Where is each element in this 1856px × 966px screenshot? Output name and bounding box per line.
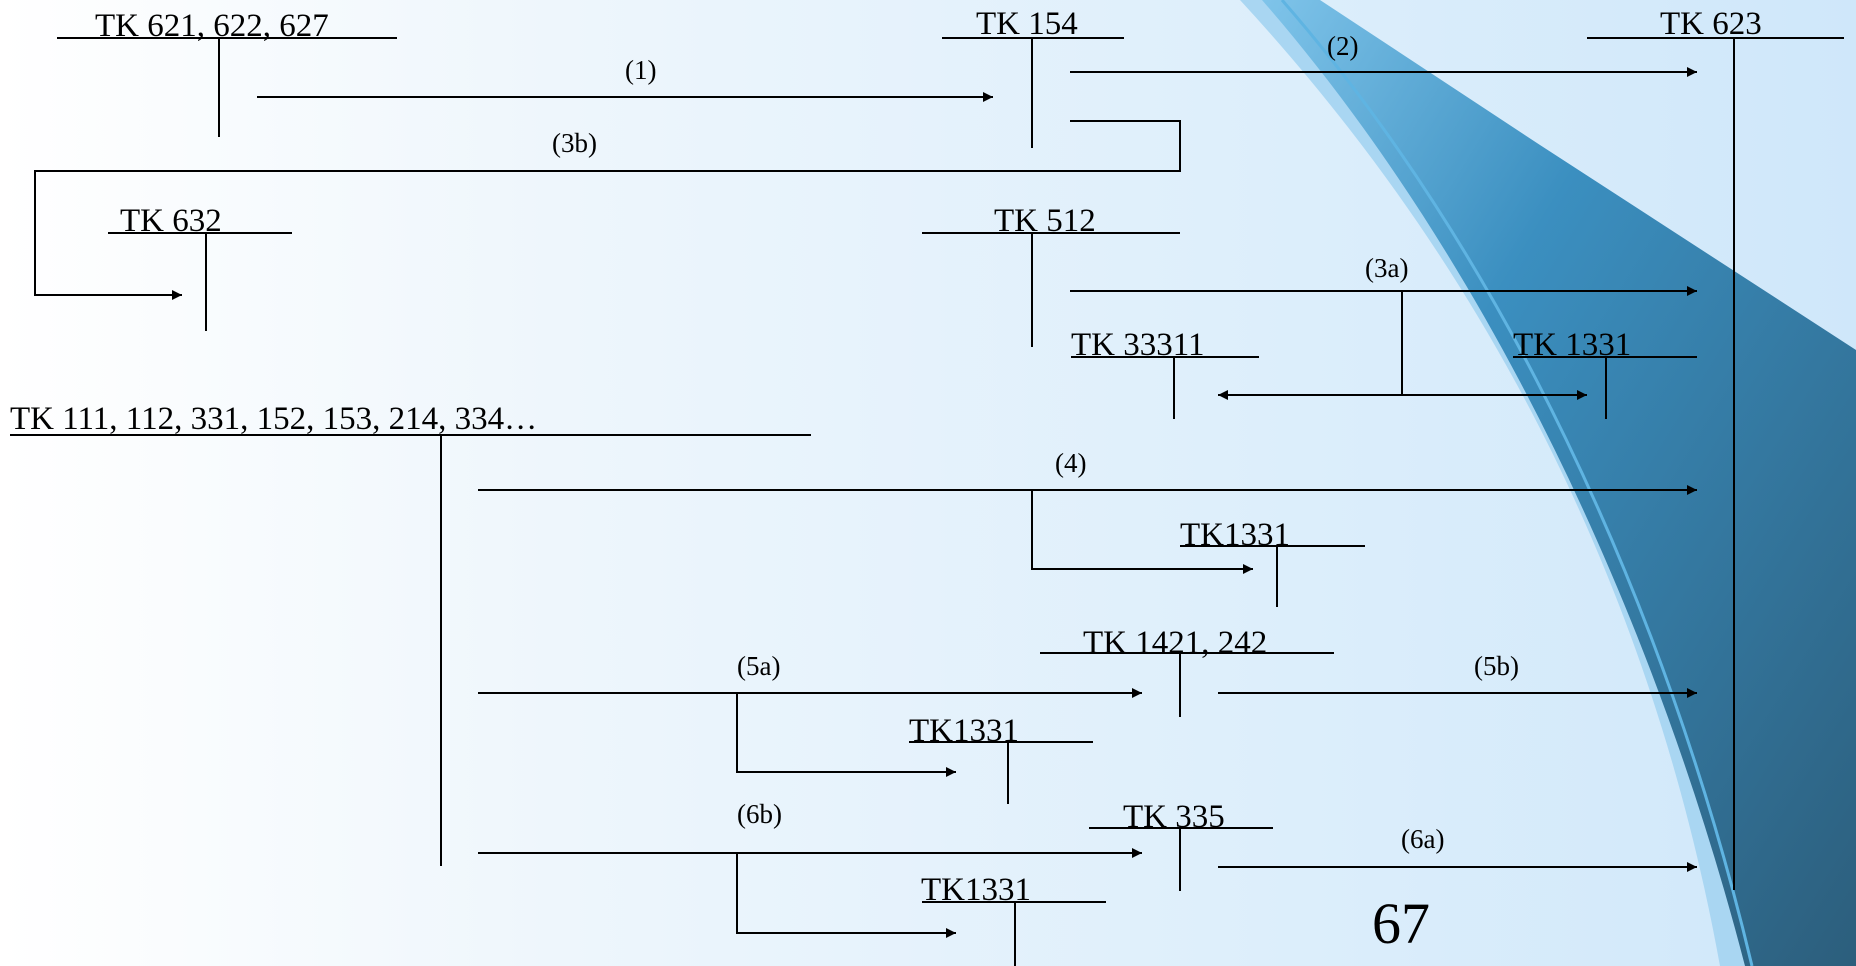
t-account-154 — [942, 37, 1124, 148]
account-label-111: TK 111, 112, 331, 152, 153, 214, 334… — [10, 401, 538, 437]
arrow-flow-4-branch — [1031, 490, 1253, 574]
account-label-1331-c: TK1331 — [909, 713, 1019, 749]
flow-label-5b: (5b) — [1474, 651, 1519, 681]
t-account-1421 — [1040, 652, 1334, 717]
account-label-621: TK 621, 622, 627 — [95, 8, 329, 44]
account-label-1421: TK 1421, 242 — [1083, 625, 1268, 661]
t-account-1331-top — [1513, 356, 1697, 419]
account-label-1331-d: TK1331 — [921, 872, 1031, 908]
flow-label-3a: (3a) — [1365, 253, 1409, 283]
flow-label-4: (4) — [1055, 448, 1087, 478]
t-account-512 — [922, 232, 1180, 347]
account-label-33311: TK 33311 — [1071, 327, 1205, 363]
wave-dark-shape — [1262, 0, 1856, 966]
flow-label-6a: (6a) — [1401, 824, 1445, 854]
flow-label-5a: (5a) — [737, 651, 781, 681]
t-account-1331-d — [922, 901, 1106, 966]
arrow-flow-6b-branch — [736, 853, 956, 938]
t-account-623 — [1587, 37, 1844, 890]
t-account-33311 — [1071, 356, 1259, 419]
t-account-111 — [10, 434, 811, 866]
account-label-154: TK 154 — [976, 6, 1078, 42]
account-label-512: TK 512 — [994, 203, 1096, 239]
flow-label-1: (1) — [625, 55, 657, 85]
account-label-1331-top: TK 1331 — [1513, 327, 1632, 363]
arrow-flow-3b — [34, 120, 1181, 300]
page-number: 67 — [1372, 891, 1430, 956]
account-label-1331-b: TK1331 — [1180, 517, 1290, 553]
flow-label-3b: (3b) — [552, 128, 597, 158]
flow-label-6b: (6b) — [737, 799, 782, 829]
t-account-1331-c — [909, 741, 1093, 804]
account-label-632: TK 632 — [120, 203, 222, 239]
t-account-632 — [108, 232, 292, 331]
account-label-623: TK 623 — [1660, 6, 1762, 42]
account-label-335: TK 335 — [1123, 799, 1225, 835]
t-account-335 — [1089, 827, 1273, 891]
t-account-621 — [57, 37, 397, 137]
t-account-1331-b — [1180, 545, 1365, 607]
arrow-flow-5a-branch — [736, 693, 956, 777]
flow-label-2: (2) — [1327, 31, 1359, 61]
